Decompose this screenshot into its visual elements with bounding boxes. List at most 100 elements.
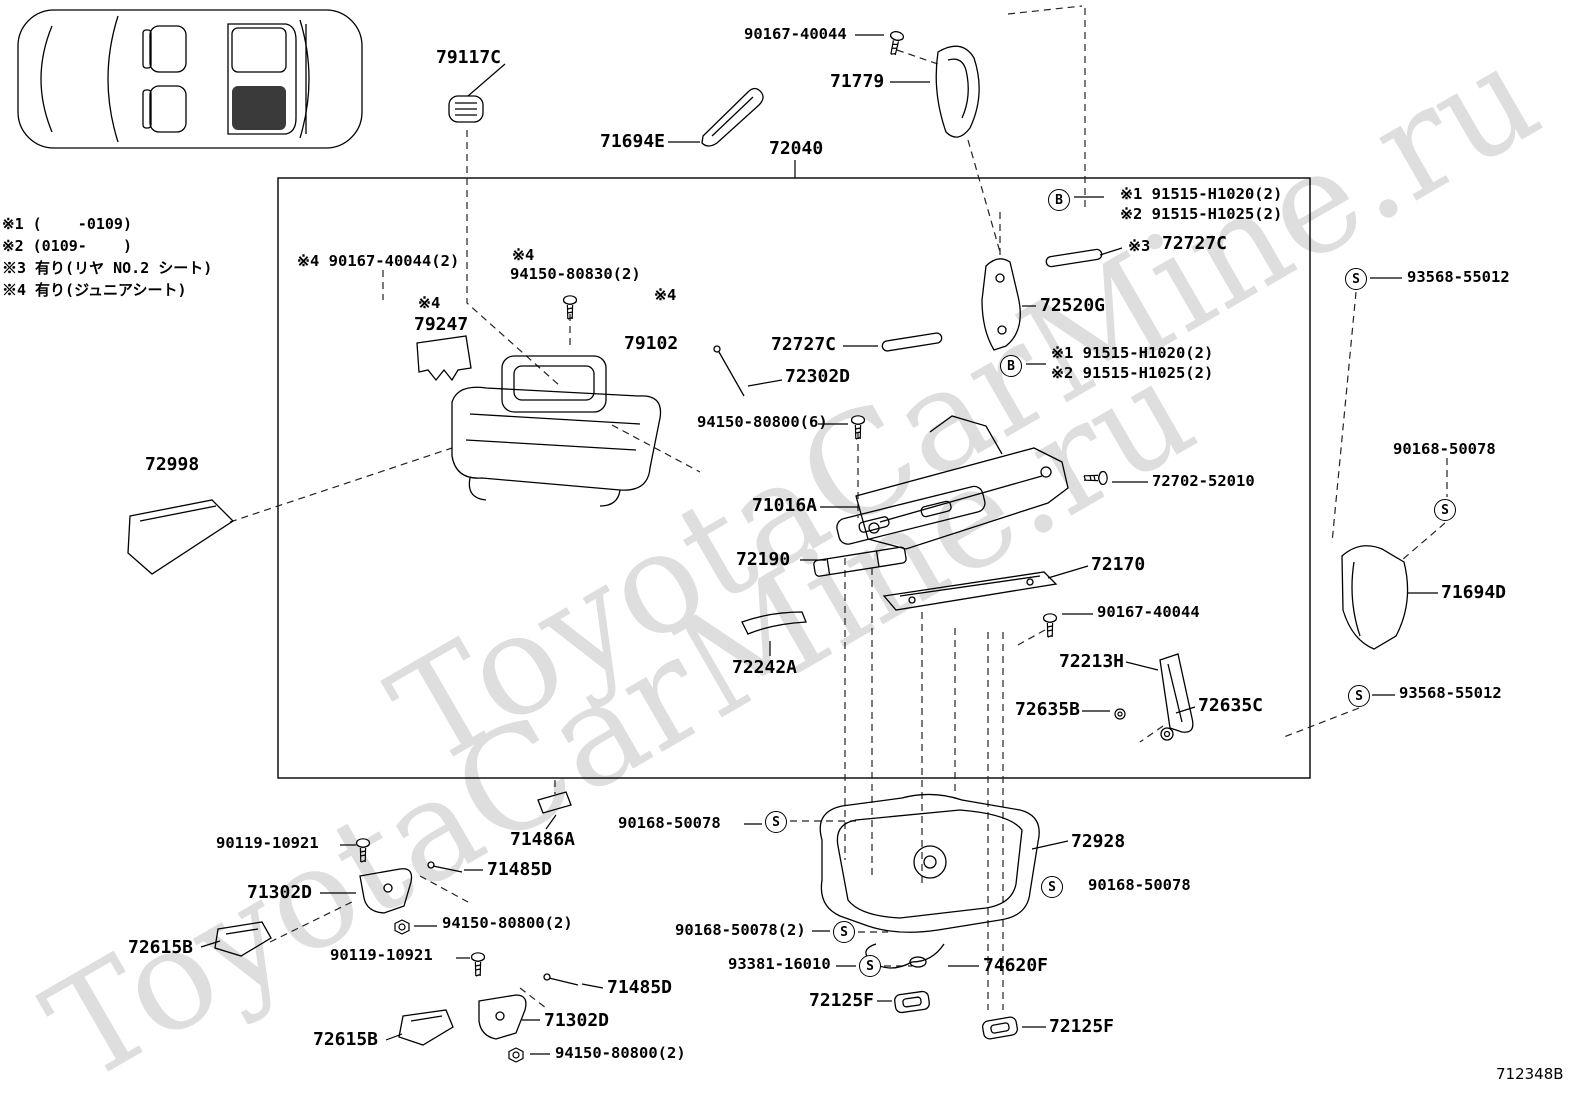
part-label-9356855012: 93568-55012: [1407, 268, 1510, 286]
part-72190-shape: [813, 546, 907, 577]
dashed-leader-lines: [229, 5, 1448, 1010]
part-label-9016740044: 90167-40044: [744, 25, 847, 43]
part-71302D-shape-2: [478, 994, 527, 1040]
part-72727C-rod-right: [1045, 248, 1103, 268]
part-label-9356855012: 93568-55012: [1399, 684, 1502, 702]
part-71694D-shape: [1341, 545, 1409, 650]
part-label-4: ※4: [512, 246, 535, 264]
part-label-72190: 72190: [736, 549, 791, 570]
part-label-191515H10202: ※1 91515-H1020(2): [1051, 344, 1214, 362]
part-71302D-shape-1: [359, 868, 413, 914]
part-label-71779: 71779: [830, 71, 885, 92]
part-label-94150808302: 94150-80830(2): [510, 265, 641, 283]
circled-s-marker: S: [1348, 685, 1370, 707]
circled-b-marker: B: [1000, 355, 1022, 377]
part-label-72125F: 72125F: [1049, 1016, 1115, 1037]
car-top-view-inset: [17, 9, 363, 149]
circled-s-marker: S: [765, 811, 787, 833]
part-label-291515H10252: ※2 91515-H1025(2): [1120, 205, 1283, 223]
part-label-9016850078: 90168-50078: [1393, 440, 1496, 458]
part-label-72302D: 72302D: [785, 366, 851, 387]
leader-lines: [200, 34, 1438, 1055]
part-label-191515H10202: ※1 91515-H1020(2): [1120, 185, 1283, 203]
part-72302D-shape: [713, 345, 745, 397]
part-72242A-shape: [741, 611, 807, 635]
part-label-291515H10252: ※2 91515-H1025(2): [1051, 364, 1214, 382]
part-71485D-shape-2: [543, 973, 579, 986]
legend-note: ※1 ( -0109): [2, 215, 132, 233]
part-label-71485D: 71485D: [607, 977, 673, 998]
part-72170-shape: [882, 571, 1058, 611]
part-label-72125F: 72125F: [809, 990, 875, 1011]
part-label-94150808006: 94150-80800(6): [697, 413, 828, 431]
part-label-9011910921: 90119-10921: [330, 946, 433, 964]
part-label-9016850078: 90168-50078: [618, 814, 721, 832]
part-71016A-shape: [836, 485, 986, 545]
part-label-72928: 72928: [1071, 831, 1126, 852]
part-label-71694E: 71694E: [600, 131, 666, 152]
part-label-72520G: 72520G: [1040, 295, 1106, 316]
part-label-72727C: 72727C: [1162, 233, 1228, 254]
part-label-79247: 79247: [414, 314, 469, 335]
part-label-72040: 72040: [769, 138, 824, 159]
part-label-71486A: 71486A: [510, 829, 576, 850]
part-label-4: ※4: [654, 286, 677, 304]
part-label-72242A: 72242A: [732, 657, 798, 678]
legend-note: ※3 有り(リヤ NO.2 シート): [2, 259, 213, 277]
cushion-frame-shape: [855, 415, 1069, 550]
main-frame-box: [277, 177, 1311, 779]
circled-s-marker: S: [1434, 499, 1456, 521]
part-label-71302D: 71302D: [544, 1010, 610, 1031]
circled-s-marker: S: [833, 921, 855, 943]
part-label-94150808002: 94150-80800(2): [442, 914, 573, 932]
part-71485D-shape-1: [427, 861, 463, 873]
part-label-72170: 72170: [1091, 554, 1146, 575]
diagram-code: 712348B: [1496, 1065, 1564, 1083]
part-label-72998: 72998: [145, 454, 200, 475]
part-label-72213H: 72213H: [1059, 651, 1125, 672]
part-shapes: [127, 29, 1409, 1063]
circled-s-marker: S: [1345, 268, 1367, 290]
legend-note: ※2 (0109- ): [2, 237, 132, 255]
part-label-72615B: 72615B: [128, 937, 194, 958]
part-72998-shape: [127, 499, 235, 575]
part-79102-shape: [501, 355, 607, 413]
part-72125F-shape-2: [981, 1016, 1019, 1040]
seatback-frame-shape: [451, 386, 662, 507]
part-label-71485D: 71485D: [487, 859, 553, 880]
part-72213H-shape: [1159, 653, 1194, 733]
part-label-71016A: 71016A: [752, 495, 818, 516]
part-label-9016740044: 90167-40044: [1097, 603, 1200, 621]
part-72635C-shape: [1160, 727, 1174, 741]
circled-s-marker: S: [1041, 876, 1063, 898]
part-label-9011910921: 90119-10921: [216, 834, 319, 852]
part-label-74620F: 74620F: [983, 955, 1049, 976]
part-72727C-rod-left: [881, 332, 943, 352]
circled-s-marker: S: [859, 955, 881, 977]
part-label-79117C: 79117C: [436, 47, 502, 68]
part-71779-shape: [935, 45, 980, 138]
part-label-71302D: 71302D: [247, 882, 313, 903]
part-label-4: ※4: [418, 294, 441, 312]
part-label-72727C: 72727C: [771, 334, 837, 355]
part-label-72635B: 72635B: [1015, 699, 1081, 720]
part-label-9016850078: 90168-50078: [1088, 876, 1191, 894]
part-72928-shape: [819, 793, 1040, 933]
part-71486A-shape: [537, 791, 572, 814]
part-label-3: ※3: [1128, 237, 1151, 255]
part-71694E-shape: [701, 87, 764, 147]
part-79247-shape: [416, 335, 472, 382]
part-label-90168500782: 90168-50078(2): [675, 921, 806, 939]
part-79117C-shape: [448, 95, 484, 123]
part-label-94150808002: 94150-80800(2): [555, 1044, 686, 1062]
part-label-71694D: 71694D: [1441, 582, 1507, 603]
part-label-72615B: 72615B: [313, 1029, 379, 1050]
part-label-7270252010: 72702-52010: [1152, 472, 1255, 490]
part-label-490167400442: ※4 90167-40044(2): [297, 252, 460, 270]
part-72615B-shape-2: [398, 1009, 454, 1046]
circled-b-marker: B: [1048, 189, 1070, 211]
part-label-72635C: 72635C: [1198, 695, 1264, 716]
